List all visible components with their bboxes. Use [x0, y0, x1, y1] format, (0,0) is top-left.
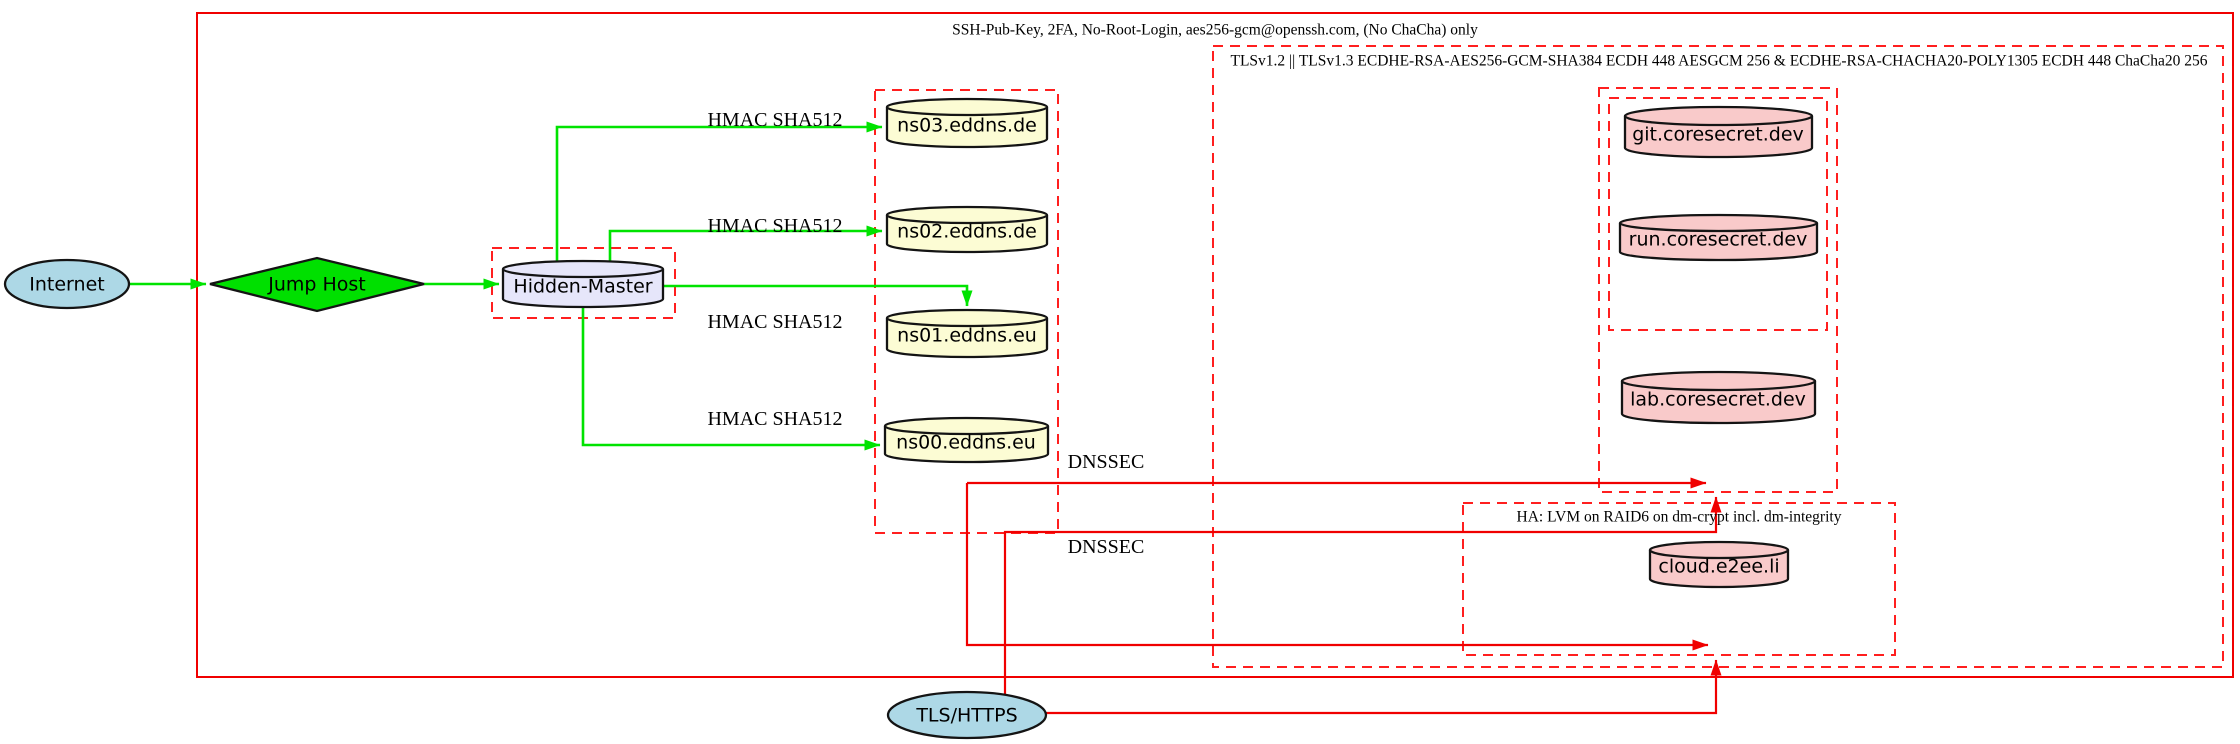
node-jump-host: [209, 256, 425, 313]
tls-cluster-title: TLSv1.2 || TLSv1.3 ECDHE-RSA-AES256-GCM-…: [1230, 52, 2208, 70]
edge-hiddenmaster-to-ns00: [581, 306, 881, 451]
dnssec-label-1: DNSSEC: [1067, 451, 1145, 473]
node-hidden-master: [501, 259, 665, 309]
ns02-label: ns02.eddns.de: [897, 220, 1037, 243]
ssh-cluster-title: SSH-Pub-Key, 2FA, No-Root-Login, aes256-…: [952, 21, 1478, 39]
ns00-label: ns00.eddns.eu: [896, 431, 1036, 454]
run-label: run.coresecret.dev: [1628, 228, 1808, 251]
dnssec-label-2: DNSSEC: [1067, 536, 1145, 558]
cloud-label: cloud.e2ee.li: [1658, 555, 1780, 578]
hmac-label-ns02: HMAC SHA512: [707, 215, 843, 237]
cluster-gitrun-box: [1608, 97, 1828, 331]
edge-tlshttps-to-ha: [1046, 659, 1722, 715]
ns03-label: ns03.eddns.de: [897, 114, 1037, 137]
cluster-ssh-hardening-box: [196, 12, 2234, 678]
node-ns03: [885, 97, 1049, 149]
edge-hiddenmaster-to-ns02: [608, 225, 883, 262]
lab-label: lab.coresecret.dev: [1630, 388, 1806, 411]
jump-host-label: Jump Host: [268, 273, 366, 296]
edge-dnssec-to-ha: [965, 483, 1709, 651]
git-label: git.coresecret.dev: [1632, 123, 1804, 146]
tls-https-label: TLS/HTTPS: [916, 704, 1018, 727]
node-git: [1623, 105, 1814, 159]
node-run: [1618, 213, 1819, 262]
edge-hiddenmaster-to-ns03: [555, 121, 883, 262]
ha-cluster-title: HA: LVM on RAID6 on dm-crypt incl. dm-in…: [1516, 508, 1842, 526]
hidden-master-label: Hidden-Master: [513, 275, 653, 298]
node-ns02: [885, 205, 1049, 254]
node-ns00: [883, 416, 1050, 464]
edge-tlshttps-to-coresecret: [1003, 496, 1722, 694]
hmac-label-ns00: HMAC SHA512: [707, 408, 843, 430]
internet-label: Internet: [29, 273, 105, 296]
node-lab: [1620, 370, 1817, 425]
edge-hiddenmaster-to-ns01: [663, 284, 973, 307]
node-internet: [3, 258, 131, 310]
node-cloud: [1648, 540, 1790, 589]
node-ns01: [885, 308, 1049, 359]
hmac-label-ns01: HMAC SHA512: [707, 311, 843, 333]
cluster-ha-box: [1462, 502, 1896, 656]
ns01-label: ns01.eddns.eu: [897, 324, 1037, 347]
cluster-coresecret-box: [1598, 87, 1838, 493]
node-tls-https: [886, 690, 1048, 740]
hmac-label-ns03: HMAC SHA512: [707, 109, 843, 131]
